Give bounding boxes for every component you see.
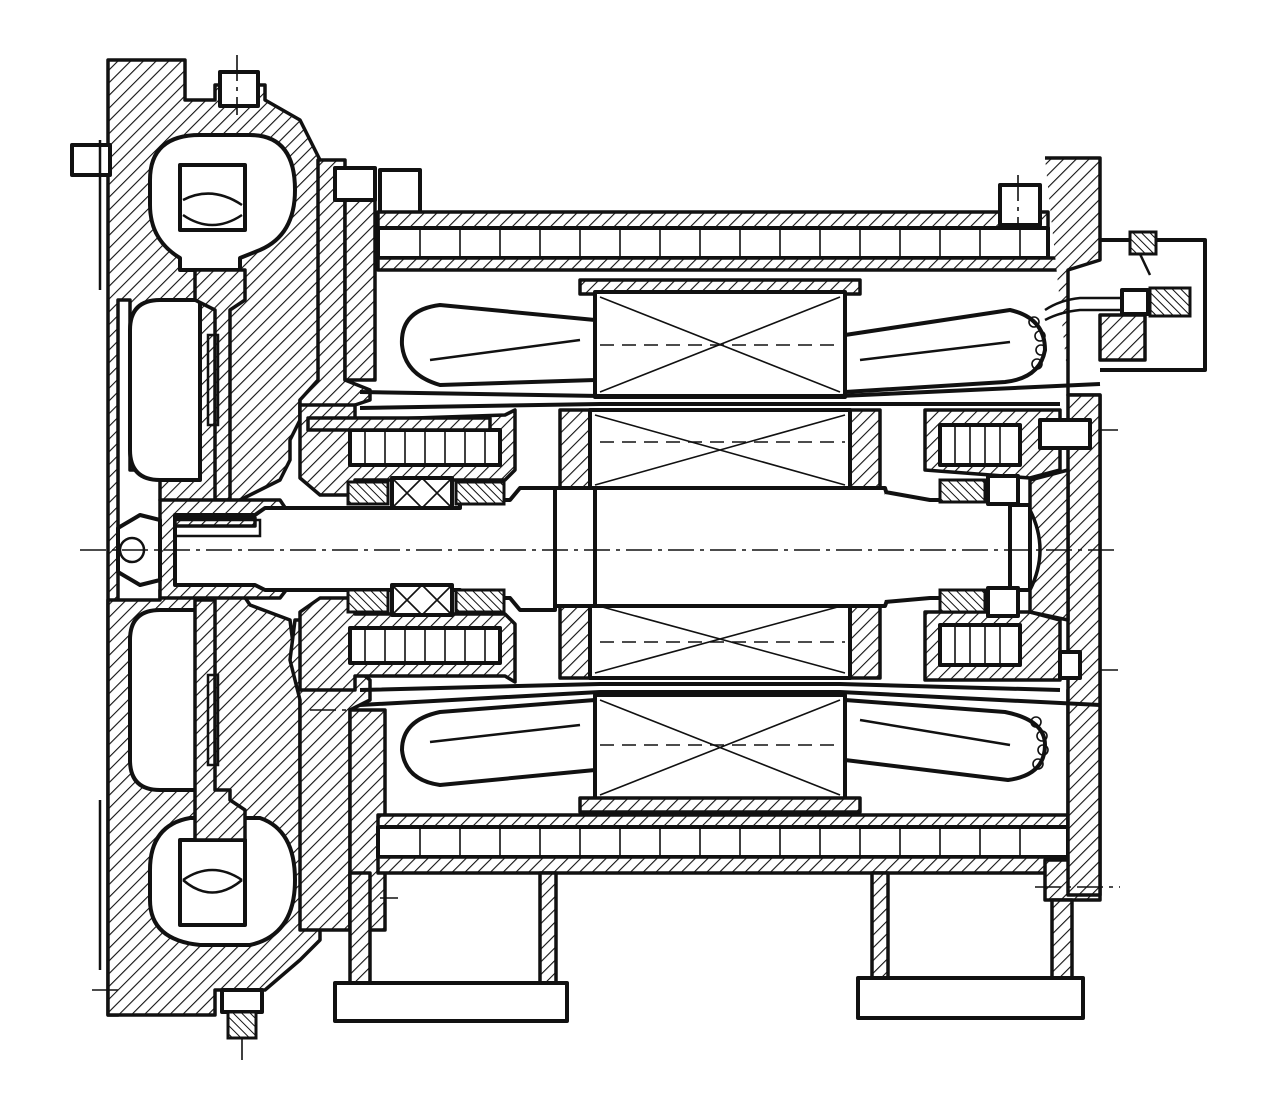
center-lines [80, 55, 1120, 991]
stator-core [578, 278, 862, 814]
stator-end-windings [399, 303, 1049, 787]
winding-clips-bottom-right [1030, 716, 1049, 770]
mounting-feet [333, 871, 1085, 1023]
shaft [173, 486, 1032, 612]
stator-frame [376, 156, 1102, 902]
rotor [558, 408, 882, 680]
right-bearing-assembly [923, 408, 1092, 682]
winding-clips-top-right [1028, 316, 1047, 370]
left-pump-housing [70, 58, 322, 1060]
terminal-box [1044, 230, 1207, 372]
stator-can [359, 382, 1101, 707]
top-cooling-ribs [419, 228, 1021, 258]
left-bearing-assembly [298, 403, 517, 692]
bottom-cooling-ribs [419, 827, 1021, 857]
